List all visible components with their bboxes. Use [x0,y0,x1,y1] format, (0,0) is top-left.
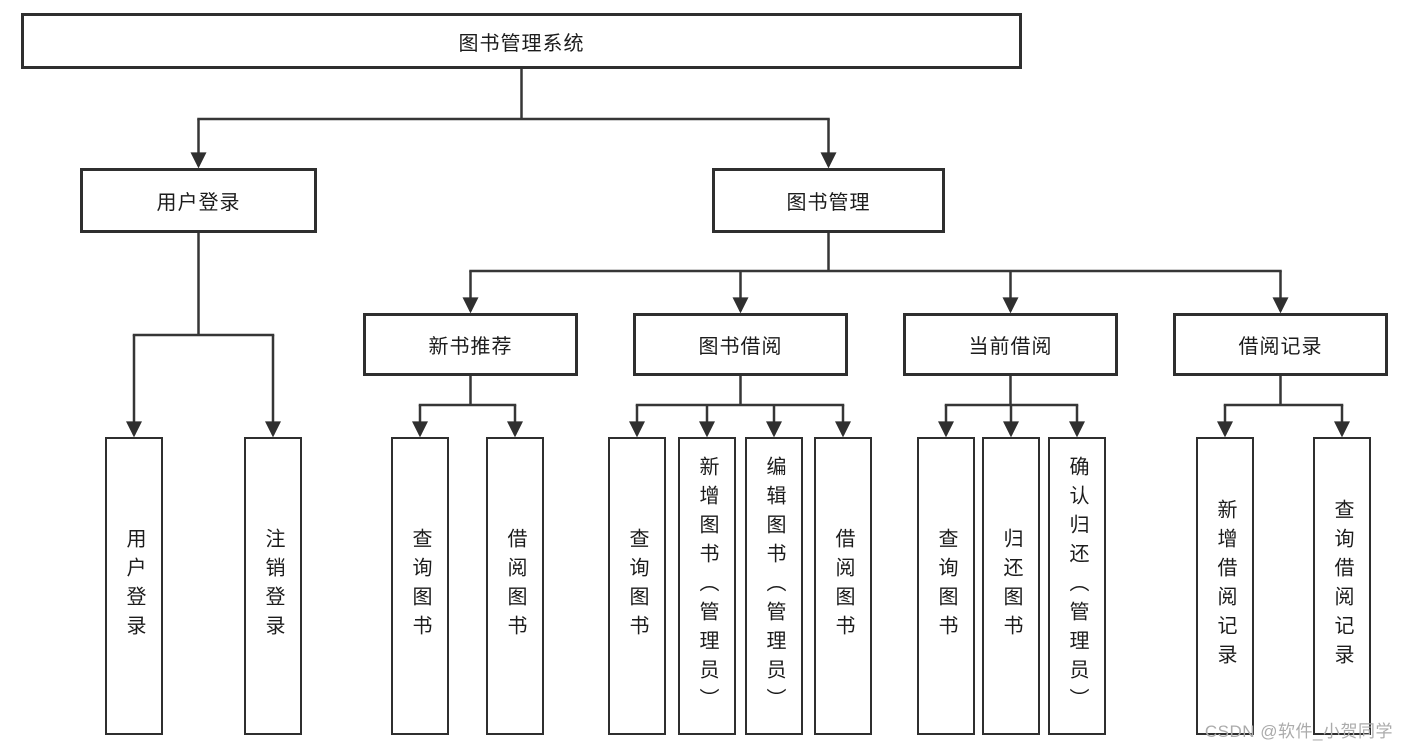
connector-current-borrowing-to-leaves [937,376,1086,438]
node-leaf-confirm-return-admin: 确认归还（管理员） [1048,437,1106,735]
connector-root-to-level2 [190,69,837,169]
node-leaf-add-books-admin: 新增图书（管理员） [678,437,736,735]
node-leaf-query-books-borrowing: 查询图书 [608,437,666,735]
node-new-book-recommendation: 新书推荐 [363,313,578,376]
node-borrowing-records: 借阅记录 [1173,313,1388,376]
node-library-management-system: 图书管理系统 [21,13,1022,69]
watermark-csdn: CSDN @软件_小贺同学 [1204,722,1393,741]
node-leaf-user-login: 用户登录 [105,437,163,735]
connector-book-management-to-level3 [462,233,1289,314]
connector-book-borrowing-to-leaves [628,376,852,438]
node-leaf-borrow-books: 借阅图书 [814,437,872,735]
node-leaf-edit-books-admin: 编辑图书（管理员） [745,437,803,735]
node-leaf-return-books: 归还图书 [982,437,1040,735]
node-leaf-logout: 注销登录 [244,437,302,735]
node-leaf-query-borrow-record: 查询借阅记录 [1313,437,1371,735]
connector-user-login-to-leaves [125,233,282,438]
node-leaf-query-books-current: 查询图书 [917,437,975,735]
node-leaf-query-books-recommend: 查询图书 [391,437,449,735]
connector-borrow-records-to-leaves [1216,376,1351,438]
node-book-borrowing: 图书借阅 [633,313,848,376]
node-user-login: 用户登录 [80,168,317,233]
node-leaf-borrow-books-recommend: 借阅图书 [486,437,544,735]
node-book-management: 图书管理 [712,168,945,233]
node-current-borrowing: 当前借阅 [903,313,1118,376]
node-leaf-add-borrow-record: 新增借阅记录 [1196,437,1254,735]
connector-new-book-to-leaves [411,376,524,438]
